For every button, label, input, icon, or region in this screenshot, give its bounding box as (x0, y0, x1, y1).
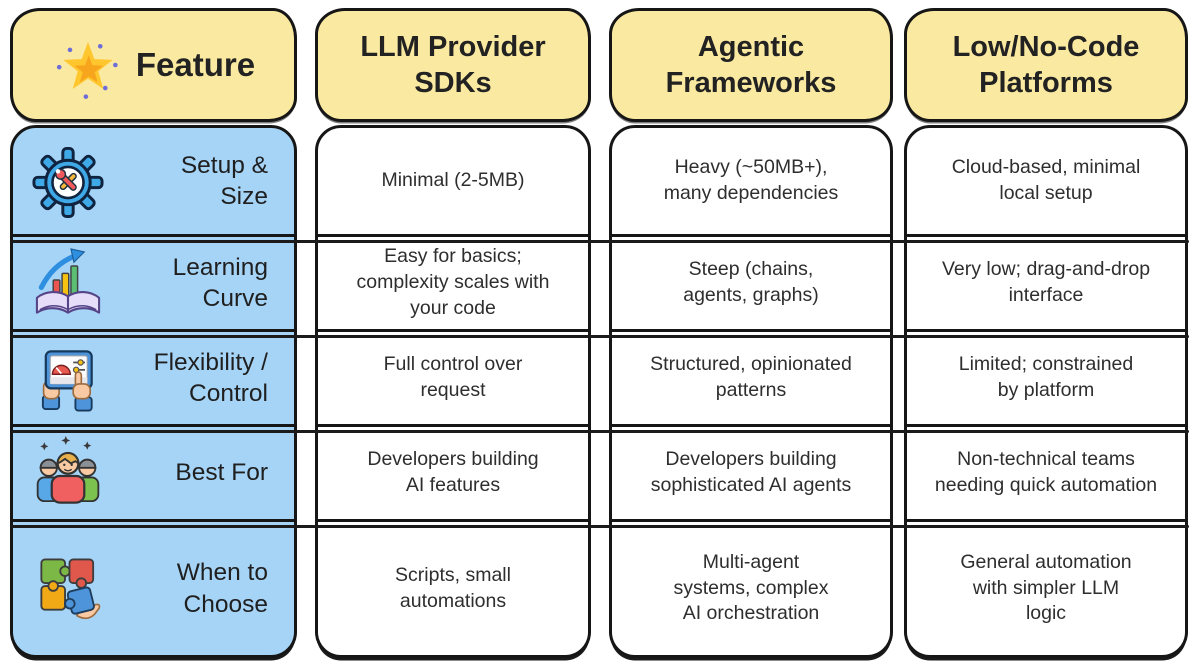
team-people-icon (31, 436, 105, 510)
feature-row-label: Best For (175, 459, 268, 487)
feature-row-label: When to Choose (176, 559, 268, 618)
header-feature: Feature (10, 8, 297, 122)
feature-cell-setup-size: Setup & Size (13, 128, 294, 237)
cell-platform-flexibility: Limited; constrained by platform (907, 332, 1185, 427)
cell-framework-when-to-choose: Multi-agent systems, complex AI orchestr… (673, 550, 829, 625)
cell-framework-learning-curve: Steep (chains, agents, graphs) (612, 237, 890, 332)
cell-sdk-flexibility: Full control over request (318, 332, 588, 427)
feature-cell-best-for: Best For (13, 427, 294, 522)
feature-cell-learning-curve: Learning Curve (13, 237, 294, 332)
cell-platform-when-to-choose: General automation with simpler LLM logi… (960, 550, 1132, 625)
cell-platform-learning-curve: Very low; drag-and-drop interface (907, 237, 1185, 332)
feature-row-label: Setup & Size (180, 151, 268, 210)
column-agentic-frameworks: Heavy (~50MB+), many dependencies Steep … (609, 125, 893, 658)
cell-framework-flexibility: Structured, opinionated patterns (612, 332, 890, 427)
header-agentic-frameworks: Agentic Frameworks (609, 8, 893, 122)
book-growth-chart-icon (31, 246, 105, 320)
header-llm-provider-sdks: LLM Provider SDKs (315, 8, 591, 122)
cell-sdk-when-to-choose: Scripts, small automations (395, 563, 511, 612)
feature-cell-flexibility-control: Flexibility / Control (13, 332, 294, 427)
cell-sdk-setup-size: Minimal (2-5MB) (318, 128, 588, 237)
puzzle-hand-icon (31, 552, 105, 626)
cell-platform-best-for: Non-technical teams needing quick automa… (907, 427, 1185, 522)
cell-framework-best-for: Developers building sophisticated AI age… (612, 427, 890, 522)
cell-sdk-learning-curve: Easy for basics; complexity scales with … (318, 237, 588, 332)
column-llm-provider-sdks: Minimal (2-5MB) Easy for basics; complex… (315, 125, 591, 658)
star-icon (52, 0, 124, 142)
header-feature-label: Feature (135, 46, 256, 84)
cell-platform-setup-size: Cloud-based, minimal local setup (907, 128, 1185, 237)
header-low-no-code-platforms: Low/No-Code Platforms (904, 8, 1188, 122)
cell-sdk-best-for: Developers building AI features (318, 427, 588, 522)
feature-cell-when-to-choose: When to Choose (13, 522, 294, 655)
gear-tools-icon (31, 144, 105, 218)
tablet-controls-icon (31, 341, 105, 415)
feature-column: Setup & Size (10, 125, 297, 658)
feature-row-label: Flexibility / Control (153, 348, 268, 407)
cell-framework-setup-size: Heavy (~50MB+), many dependencies (612, 128, 890, 237)
feature-row-label: Learning Curve (172, 253, 268, 312)
column-low-no-code-platforms: Cloud-based, minimal local setup Very lo… (904, 125, 1188, 658)
